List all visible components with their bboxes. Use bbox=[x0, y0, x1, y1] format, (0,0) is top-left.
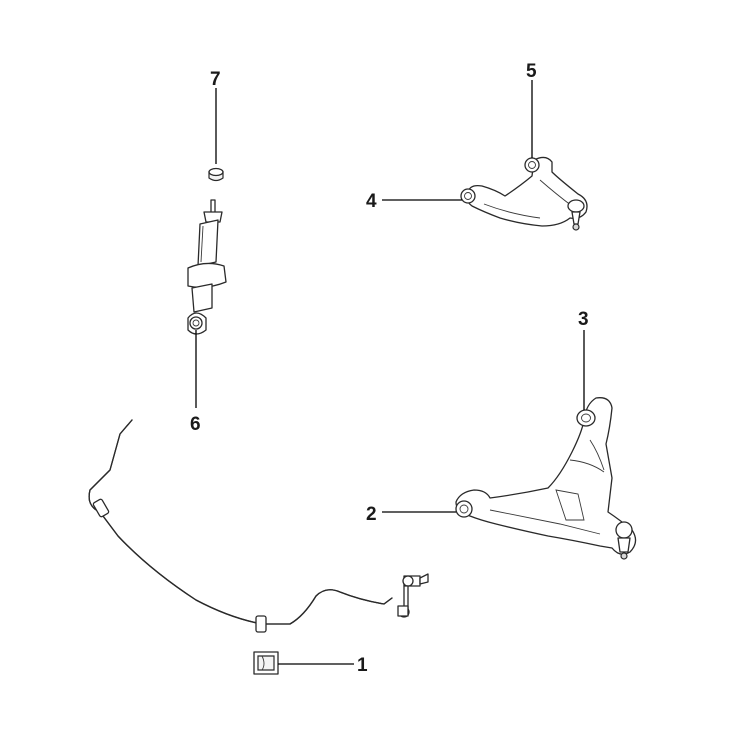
part-1-bushing bbox=[253, 651, 279, 675]
callout-2: 2 bbox=[366, 504, 377, 525]
callout-1: 1 bbox=[357, 655, 368, 676]
callout-labels: 1 2 3 4 5 6 7 bbox=[190, 61, 589, 676]
callout-6: 6 bbox=[190, 414, 201, 435]
part-2-lower-control-arm bbox=[455, 397, 637, 560]
callout-5: 5 bbox=[526, 61, 537, 82]
part-7-nut bbox=[208, 167, 224, 182]
stabilizer-link bbox=[397, 573, 429, 618]
stabilizer-bar bbox=[88, 419, 393, 633]
callout-4: 4 bbox=[366, 191, 377, 212]
leader-lines bbox=[195, 80, 585, 665]
part-4-upper-control-arm bbox=[460, 156, 588, 231]
callout-7: 7 bbox=[210, 69, 221, 90]
part-6-shock-absorber bbox=[187, 199, 227, 335]
callout-3: 3 bbox=[578, 309, 589, 330]
